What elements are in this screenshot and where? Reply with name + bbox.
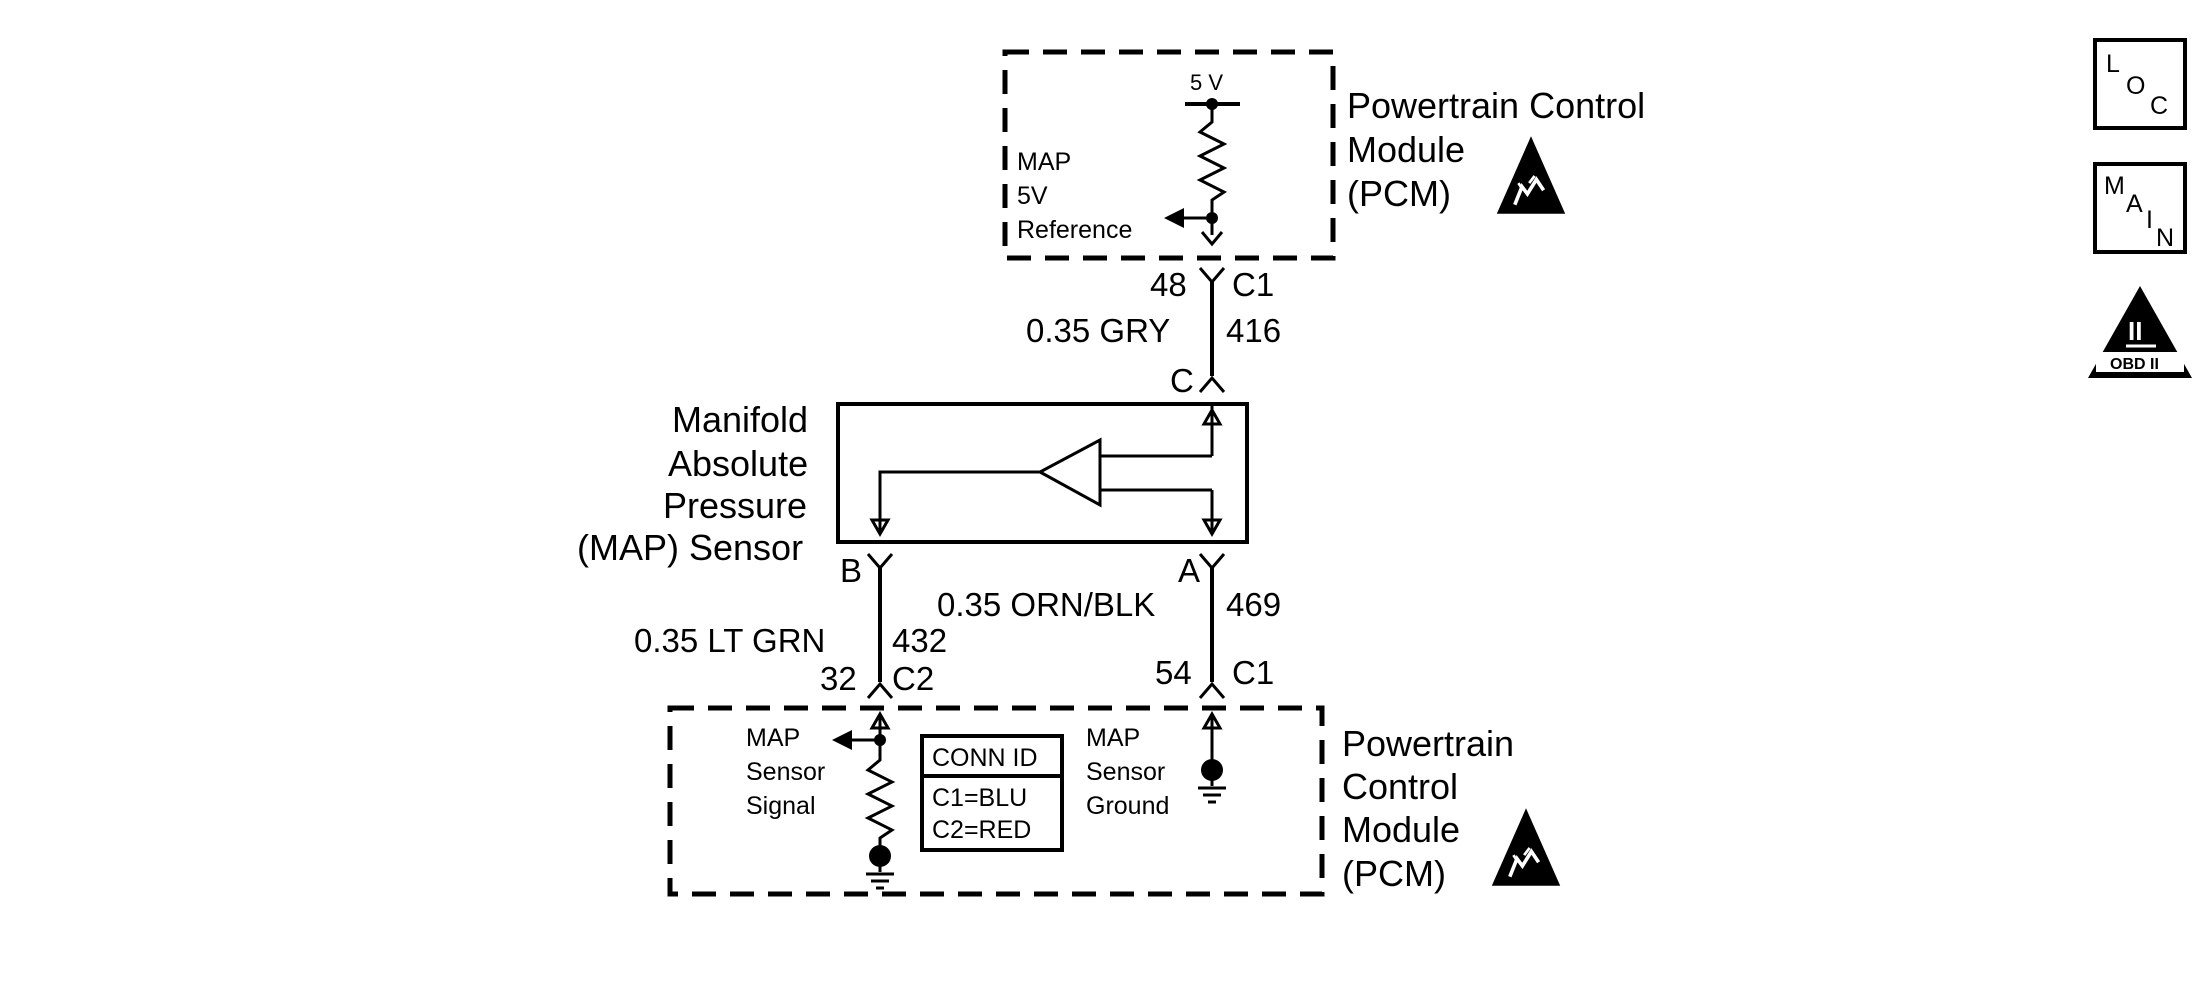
wire-432-circuit: 432 [892, 622, 947, 659]
obd-ii-numeral: II [2128, 316, 2142, 346]
c1-connector-top-icon [1198, 267, 1226, 285]
map-sensor-title-3: Pressure [663, 485, 807, 526]
ground-feed-arrow-icon [1201, 710, 1223, 730]
main-letter-4: N [2156, 224, 2174, 252]
map-5v-reference-label-3: Reference [1017, 216, 1132, 244]
loc-letter-1: L [2106, 50, 2120, 78]
sensor-ground-icon [1196, 758, 1228, 804]
main-letter-2: A [2126, 190, 2143, 218]
map-sensor-title-2: Absolute [668, 443, 808, 484]
wire-416-color: 0.35 GRY [1026, 312, 1170, 349]
amp-output [878, 470, 1040, 532]
supply-voltage-label: 5 V [1190, 70, 1223, 95]
map-sensor-ground-label-2: Sensor [1086, 758, 1165, 786]
b-connector-icon [866, 553, 894, 571]
pulldown-resistor [864, 746, 896, 846]
bottom-pcm-title-2: Control [1342, 766, 1458, 807]
conn-id-header: CONN ID [932, 744, 1038, 772]
c1-connector-bottom-icon [1198, 681, 1226, 699]
sensor-ground-arrow-icon [1201, 518, 1223, 538]
a-connector-icon [1198, 553, 1226, 571]
esd-warning-icon [1490, 806, 1562, 888]
bottom-pcm: MAP Sensor Signal MAP Sensor Ground CONN… [667, 705, 1562, 897]
c2-connector-icon [866, 681, 894, 699]
wire-432-connector: C2 [892, 660, 934, 697]
wire-416-connector: C1 [1232, 266, 1274, 303]
top-pcm-title-1: Powertrain Control [1347, 85, 1645, 126]
sensor-signal-arrow-icon [869, 518, 891, 538]
map-sensor-ground-label-3: Ground [1086, 792, 1169, 820]
conn-id-row-1: C1=BLU [932, 784, 1027, 812]
amplifier-icon [1036, 437, 1102, 508]
map-terminal-a: A [1178, 552, 1200, 589]
top-pcm-boundary [1002, 49, 1336, 261]
top-chevron-icon [1200, 231, 1224, 247]
wire-432: 0.35 LT GRN 432 32 C2 [634, 553, 947, 699]
loc-letter-3: C [2150, 92, 2168, 120]
map-sensor-title-4: (MAP) Sensor [577, 527, 803, 568]
main-button[interactable]: M A I N [2093, 162, 2187, 254]
signal-arrow-icon [832, 730, 852, 750]
main-letter-1: M [2104, 172, 2125, 200]
bottom-pcm-boundary [667, 705, 1325, 897]
wire-469: 0.35 ORN/BLK 469 54 C1 [937, 553, 1281, 699]
map-sensor-body [836, 402, 1249, 544]
wire-416: 48 C1 0.35 GRY 416 C [1026, 266, 1281, 399]
wire-469-color: 0.35 ORN/BLK [937, 586, 1155, 623]
map-5v-reference-label-1: MAP [1017, 148, 1071, 176]
wire-469-pin: 54 [1155, 654, 1192, 691]
map-terminal-b: B [840, 552, 862, 589]
sensor-feed-arrow-icon [1201, 406, 1223, 426]
bottom-pcm-title-4: (PCM) [1342, 853, 1446, 894]
map-sensor-ground-label-1: MAP [1086, 724, 1140, 752]
signal-ground-icon [864, 844, 896, 890]
map-terminal-c: C [1170, 362, 1194, 399]
top-pcm-title-2: Module [1347, 129, 1465, 170]
map-sensor-signal-label-3: Signal [746, 792, 816, 820]
map-5v-reference-label-2: 5V [1017, 182, 1048, 210]
wire-432-pin: 32 [820, 660, 857, 697]
signal-feed-arrow-icon [869, 710, 891, 730]
main-letter-3: I [2146, 206, 2153, 234]
wire-416-circuit: 416 [1226, 312, 1281, 349]
obd-ii-button[interactable]: II OBD II [2088, 286, 2192, 378]
top-pcm: 5 V MAP 5V Reference Powertrain Control … [1002, 49, 1645, 261]
top-pcm-title-3: (PCM) [1347, 173, 1451, 214]
map-sensor-signal-label-1: MAP [746, 724, 800, 752]
loc-button[interactable]: L O C [2093, 38, 2187, 130]
map-sensor-title-1: Manifold [672, 399, 808, 440]
wire-416-pin: 48 [1150, 266, 1187, 303]
obd-ii-label: OBD II [2110, 356, 2159, 373]
pullup-resistor [1196, 104, 1228, 235]
bottom-pcm-title-3: Module [1342, 809, 1460, 850]
bottom-pcm-title-1: Powertrain [1342, 723, 1514, 764]
map-sensor-signal-label-2: Sensor [746, 758, 825, 786]
wire-469-connector: C1 [1232, 654, 1274, 691]
conn-id-row-2: C2=RED [932, 816, 1031, 844]
loc-letter-2: O [2126, 72, 2145, 100]
map-sensor: Manifold Absolute Pressure (MAP) Sensor … [577, 399, 1249, 589]
conn-id-table: CONN ID C1=BLU C2=RED [920, 734, 1064, 852]
c-connector-icon [1198, 375, 1226, 393]
wire-469-circuit: 469 [1226, 586, 1281, 623]
esd-warning-icon [1495, 134, 1567, 216]
reference-arrow-icon [1164, 208, 1184, 228]
wire-432-color: 0.35 LT GRN [634, 622, 825, 659]
